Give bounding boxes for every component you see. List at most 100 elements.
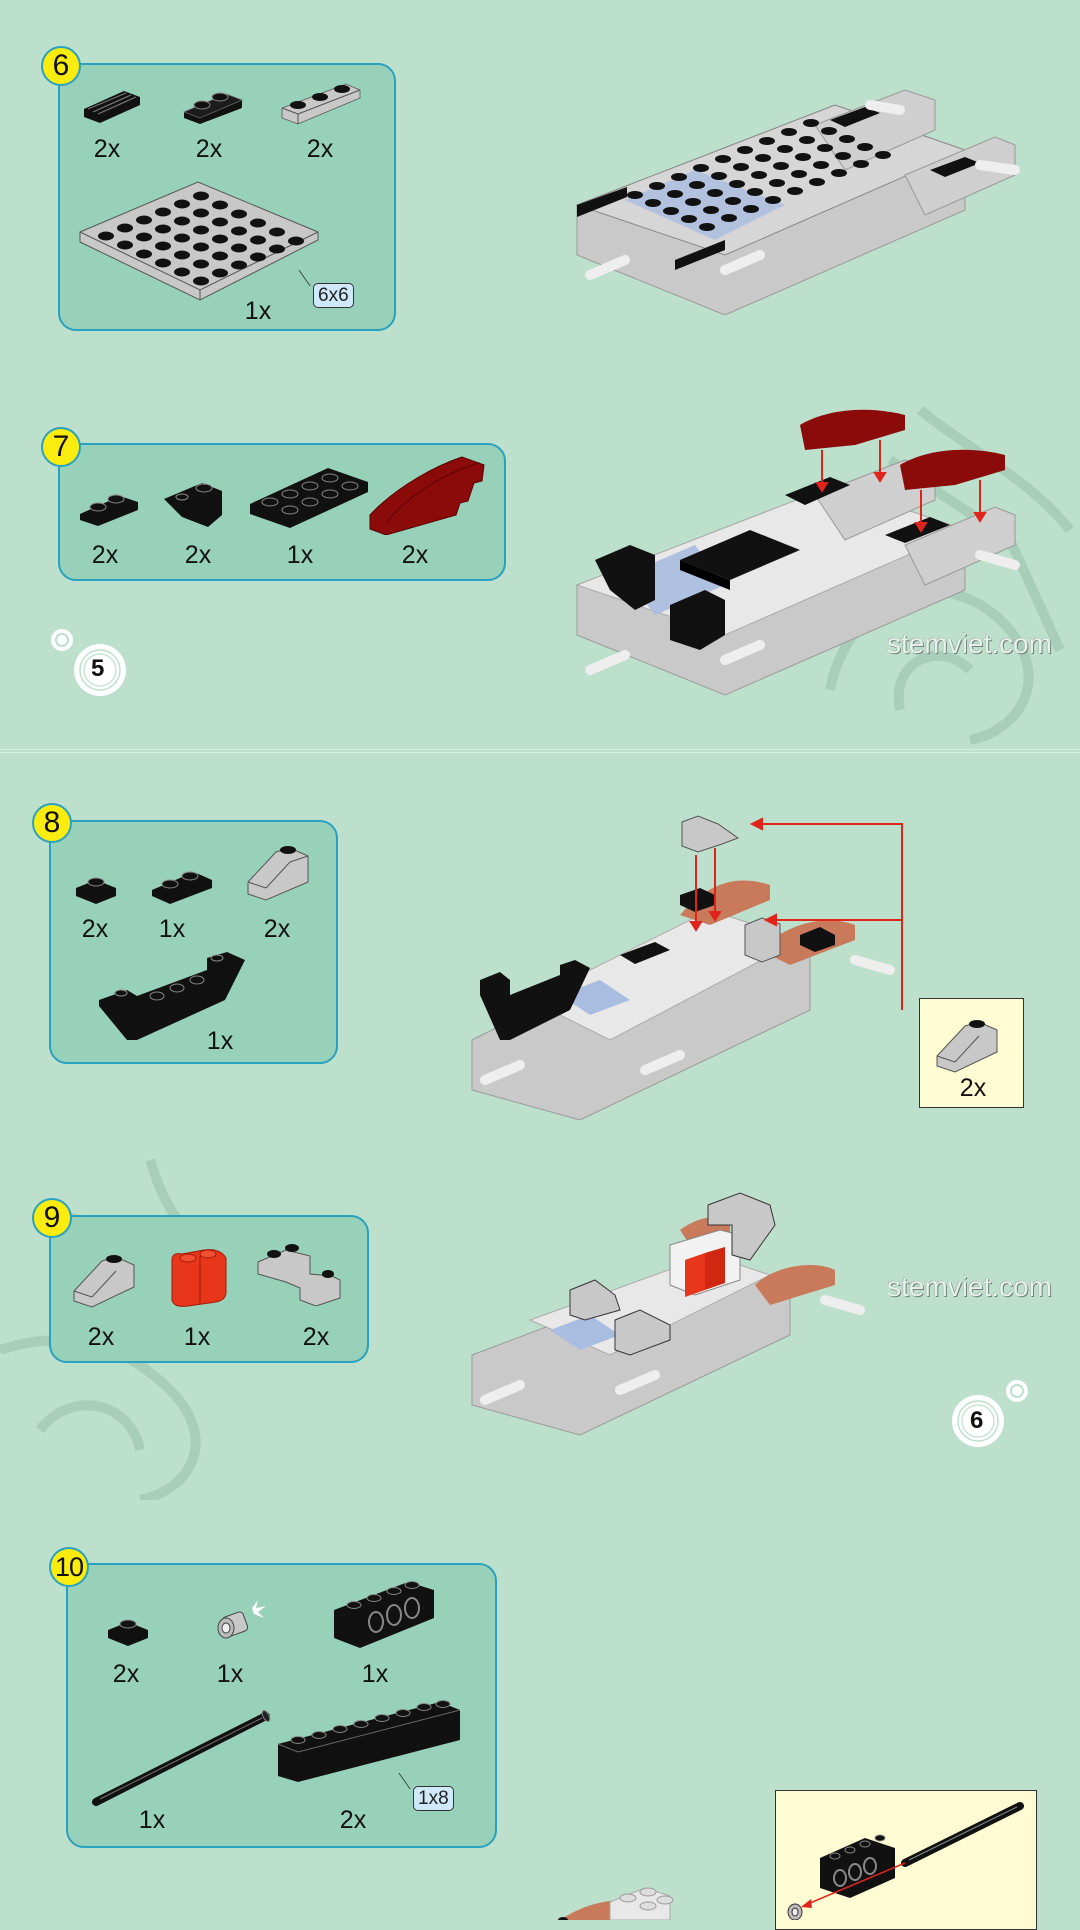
stud: [117, 240, 133, 250]
stud: [193, 191, 209, 201]
stud: [212, 268, 228, 278]
page-divider: [0, 749, 1080, 753]
plate-1x1-icon: [108, 1619, 148, 1646]
stud: [733, 163, 749, 171]
callout-quantity: 2x: [959, 1074, 987, 1102]
stud: [751, 171, 767, 179]
stud: [231, 226, 247, 236]
stud: [857, 143, 873, 151]
part-quantity: 2x: [339, 1806, 367, 1834]
subassembly-axle-brick-bush-icon: [787, 1802, 1024, 1920]
stud: [743, 205, 759, 213]
part-quantity: 1x: [244, 297, 272, 325]
stud: [769, 179, 785, 187]
stud: [671, 173, 687, 181]
page-number-gear-icon: [952, 1380, 1028, 1447]
stud: [117, 223, 133, 233]
size-tag: 6x6: [313, 283, 354, 308]
stud: [853, 160, 869, 168]
stud: [773, 162, 789, 170]
stud: [155, 207, 171, 217]
step-7-assembly-model: [575, 409, 1020, 696]
stud: [799, 136, 815, 144]
stud: [193, 208, 209, 218]
stud: [250, 235, 266, 245]
stud: [649, 182, 665, 190]
stud: [212, 217, 228, 227]
part-quantity: 2x: [91, 541, 119, 569]
stud: [174, 250, 190, 260]
slope-2x1-icon: [73, 1255, 135, 1308]
stud: [831, 169, 847, 177]
plate-1x2-icon: [182, 92, 244, 124]
stud: [791, 170, 807, 178]
part-quantity: 1x: [206, 1027, 234, 1055]
stud: [98, 231, 114, 241]
part-quantity: 1x: [361, 1660, 389, 1688]
stud: [729, 180, 745, 188]
stud: [821, 127, 837, 135]
brick-1x8-icon: [277, 1700, 461, 1782]
step-8-assembly-model: [471, 815, 903, 1120]
part-quantity: 2x: [306, 135, 334, 163]
stud: [685, 198, 701, 206]
plate-1x2-icon: [80, 494, 138, 526]
step-number: 8: [43, 806, 61, 839]
stud: [174, 199, 190, 209]
part-quantity: 2x: [184, 541, 212, 569]
plate-6x6-icon: [79, 181, 319, 301]
part-quantity: 2x: [302, 1323, 330, 1351]
technic-bush-icon: [217, 1600, 266, 1639]
stud: [231, 209, 247, 219]
stud: [136, 215, 152, 225]
stud: [193, 259, 209, 269]
stud: [174, 267, 190, 277]
stud: [759, 137, 775, 145]
step-number-badge: 7: [41, 427, 81, 467]
part-quantity: 2x: [81, 915, 109, 943]
stud: [155, 258, 171, 268]
plate-1x3-icon: [281, 83, 361, 125]
step-6-assembly-model: [575, 89, 1020, 315]
stud: [817, 144, 833, 152]
stud: [193, 242, 209, 252]
stud: [813, 161, 829, 169]
part-quantity: 2x: [112, 1660, 140, 1688]
step-number: 9: [43, 1201, 61, 1234]
stud: [765, 196, 781, 204]
stud: [174, 216, 190, 226]
part-quantity: 1x: [158, 915, 186, 943]
stud: [839, 135, 855, 143]
step-number: 10: [54, 1551, 84, 1582]
stud: [212, 200, 228, 210]
stud: [737, 146, 753, 154]
stud: [715, 155, 731, 163]
stud: [627, 191, 643, 199]
stud: [250, 218, 266, 228]
stud: [155, 241, 171, 251]
stud: [269, 244, 285, 254]
step-9-assembly-model: [471, 1192, 865, 1436]
stud: [250, 252, 266, 262]
stud: [136, 232, 152, 242]
watermark-text: stemviet.com: [887, 628, 1052, 659]
stud: [645, 199, 661, 207]
plate-1x1-icon: [76, 877, 116, 904]
stud: [231, 243, 247, 253]
stud: [781, 128, 797, 136]
inverted-slope-icon: [164, 483, 222, 527]
plate-1x2-icon: [152, 871, 212, 904]
stud: [755, 154, 771, 162]
step-number-badge: 8: [32, 803, 72, 843]
part-quantity: 2x: [87, 1323, 115, 1351]
stud: [193, 276, 209, 286]
technic-axle-icon: [92, 1710, 271, 1806]
part-quantity: 2x: [195, 135, 223, 163]
stud: [212, 251, 228, 261]
curved-slope-icon: [369, 456, 485, 535]
stud: [809, 178, 825, 186]
stud: [703, 206, 719, 214]
step-number: 6: [52, 49, 70, 82]
technic-brick-1x4-icon: [334, 1581, 434, 1648]
log-brick-icon: [171, 1249, 227, 1307]
